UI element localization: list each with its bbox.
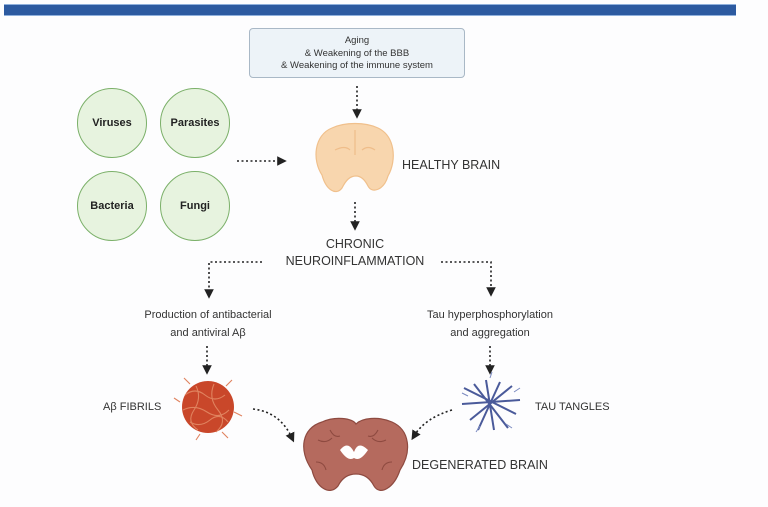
pathogen-bacteria: Bacteria: [77, 171, 147, 241]
header-bar: [4, 4, 736, 16]
abeta-fibrils-icon: [173, 377, 243, 441]
risk-factor-aging: Aging: [344, 35, 370, 46]
tau-process-line2: and aggregation: [450, 327, 530, 339]
pathogen-label: Parasites: [170, 117, 220, 129]
degenerated-brain-label: DEGENERATED BRAIN: [412, 458, 548, 472]
pathogen-parasites: Parasites: [160, 88, 230, 158]
neuroinflammation-label: CHRONIC NEUROINFLAMMATION: [265, 236, 445, 270]
tau-tangles-label: TAU TANGLES: [535, 401, 610, 413]
risk-factors-box: Aging & Weakening of the BBB & Weakening…: [249, 28, 465, 78]
abeta-fibrils-label: Aβ FIBRILS: [103, 401, 162, 413]
risk-factor-bbb: & Weakening of the BBB: [304, 47, 410, 59]
arrow-abeta-to-degenerated: [252, 408, 295, 443]
neuroinflammation-line1: CHRONIC: [325, 237, 385, 251]
tau-process-line1: Tau hyperphosphorylation: [427, 309, 553, 321]
pathogen-fungi: Fungi: [160, 171, 230, 241]
abeta-production-line1: Production of antibacterial: [144, 309, 272, 321]
healthy-brain-icon: [315, 122, 394, 193]
pathogen-viruses: Viruses: [77, 88, 147, 158]
abeta-production-label: Production of antibacterial and antivira…: [118, 306, 298, 342]
abeta-production-line2: and antiviral Aβ: [170, 327, 246, 339]
degenerated-brain-icon: [303, 417, 409, 491]
healthy-brain-label: HEALTHY BRAIN: [402, 158, 501, 172]
arrow-to-right-branch: [441, 261, 496, 297]
pathogen-label: Bacteria: [90, 200, 134, 212]
tau-process-label: Tau hyperphosphorylation and aggregation: [400, 306, 580, 342]
arrow-to-left-branch: [204, 261, 262, 299]
tau-tangles-icon: [461, 371, 521, 433]
pathogen-label: Viruses: [92, 117, 132, 129]
risk-factor-immune: & Weakening of the immune system: [281, 60, 433, 71]
pathogen-label: Fungi: [180, 200, 210, 212]
arrow-tau-to-degenerated: [411, 409, 453, 441]
neuroinflammation-line2: NEUROINFLAMMATION: [285, 254, 425, 268]
